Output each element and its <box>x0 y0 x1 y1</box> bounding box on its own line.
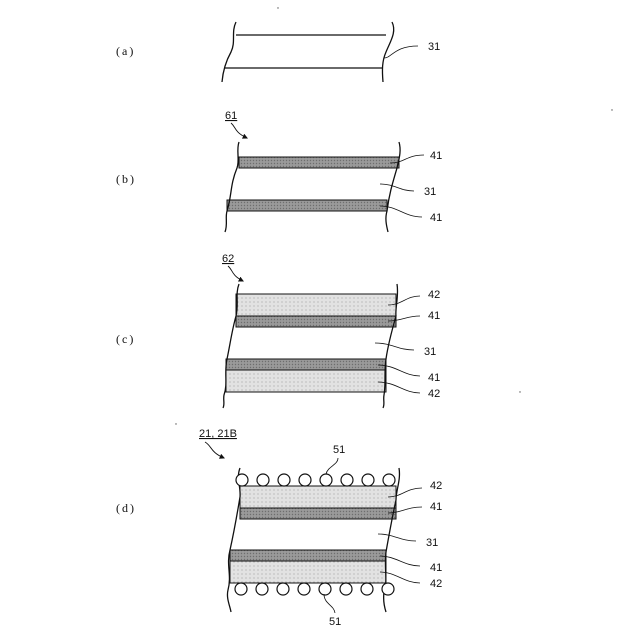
callout-51-bottom-d: 51 <box>329 616 341 628</box>
callout-41-bottom-b: 41 <box>430 212 442 224</box>
layer-42-bottom-d <box>230 561 386 583</box>
layer-41-top-b <box>239 157 399 168</box>
particles-51-top <box>236 474 395 486</box>
callout-31-d: 31 <box>426 537 438 549</box>
reference-arrow-61 <box>231 123 247 138</box>
callout-42-bottom-c: 42 <box>428 388 440 400</box>
panel-label-a: (a) <box>116 44 135 58</box>
reference-62: 62 <box>222 253 234 265</box>
particle-51 <box>383 474 395 486</box>
layer-42-bottom-c <box>226 370 386 392</box>
panel-label-c: (c) <box>116 332 135 346</box>
particle-51 <box>362 474 374 486</box>
particle-51 <box>235 583 247 595</box>
particle-51 <box>278 474 290 486</box>
layer-42-top-c <box>236 294 396 316</box>
callout-42-top-c: 42 <box>428 289 440 301</box>
callout-41-top-d: 41 <box>430 501 442 513</box>
reference-arrow-62 <box>228 266 243 281</box>
layer-41-top-d <box>240 508 396 519</box>
particle-51 <box>277 583 289 595</box>
layer-41-bottom-d <box>230 550 386 561</box>
panel-d: (d) 21, 21B 51 42 41 31 41 42 51 <box>116 428 442 628</box>
leader-31-b <box>380 184 414 191</box>
reference-21-21b: 21, 21B <box>199 428 237 440</box>
leader-31-a <box>384 46 418 58</box>
particle-51 <box>298 583 310 595</box>
layer-42-top-d <box>240 486 396 508</box>
particle-51 <box>320 474 332 486</box>
particle-51 <box>257 474 269 486</box>
particle-51 <box>236 474 248 486</box>
panel-b: (b) 61 41 31 41 <box>116 110 442 232</box>
layer-41-top-c <box>236 316 396 327</box>
panel-a: (a) 31 <box>116 22 440 82</box>
particle-51 <box>319 583 331 595</box>
leader-31-c <box>375 343 414 350</box>
particle-51 <box>299 474 311 486</box>
callout-41-bottom-d: 41 <box>430 562 442 574</box>
leader-51-top-d <box>326 458 338 474</box>
panel-label-b: (b) <box>116 172 136 186</box>
callout-31-c: 31 <box>424 346 436 358</box>
particles-51-bottom <box>235 583 394 595</box>
callout-41-top-c: 41 <box>428 310 440 322</box>
callout-41-top-b: 41 <box>430 150 442 162</box>
panel-c: (c) 62 42 41 31 41 42 <box>116 253 440 408</box>
callout-42-bottom-d: 42 <box>430 578 442 590</box>
layer-41-bottom-c <box>226 359 386 370</box>
particle-51 <box>256 583 268 595</box>
reference-61: 61 <box>225 110 237 122</box>
stack-c <box>223 284 398 408</box>
stack-b <box>225 142 400 232</box>
layer-41-bottom-b <box>227 200 387 211</box>
callout-31-a: 31 <box>428 41 440 53</box>
callout-31-b: 31 <box>424 186 436 198</box>
stack-d <box>227 468 399 612</box>
callout-41-bottom-c: 41 <box>428 372 440 384</box>
callout-42-top-d: 42 <box>430 480 442 492</box>
particle-51 <box>382 583 394 595</box>
panel-label-d: (d) <box>116 501 136 515</box>
reference-arrow-21-21b <box>205 442 224 458</box>
callout-51-top-d: 51 <box>333 444 345 456</box>
substrate-31-a <box>222 22 394 82</box>
particle-51 <box>341 474 353 486</box>
particle-51 <box>340 583 352 595</box>
leader-31-d <box>378 534 416 541</box>
particle-51 <box>361 583 373 595</box>
leader-51-bottom-d <box>324 594 335 613</box>
